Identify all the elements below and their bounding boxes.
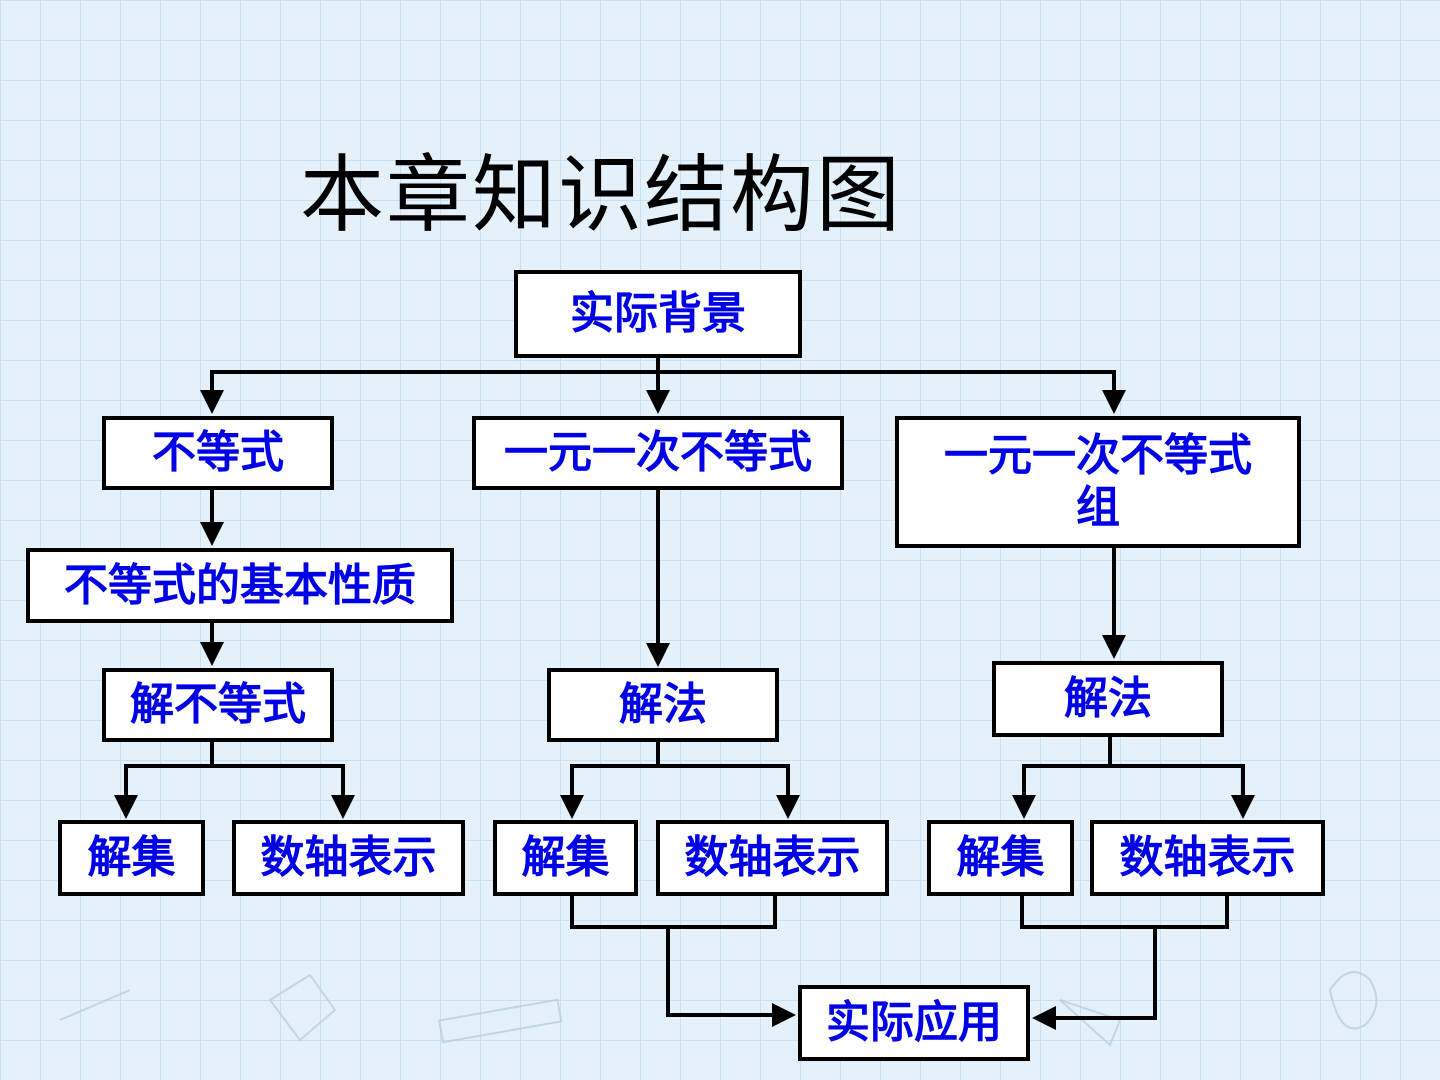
node-linear-inequality-system: 一元一次不等式 组: [895, 416, 1301, 548]
page-title: 本章知识结构图: [300, 146, 903, 244]
node-linear-inequality: 一元一次不等式: [472, 416, 844, 490]
node-number-line-right: 数轴表示: [1090, 820, 1325, 896]
node-solution-set-mid: 解集: [493, 820, 638, 896]
node-application: 实际应用: [798, 985, 1030, 1061]
node-number-line-mid: 数轴表示: [656, 820, 889, 896]
merge-bracket-mid: [570, 895, 777, 929]
node-number-line-left: 数轴表示: [232, 820, 465, 896]
node-background: 实际背景: [514, 270, 802, 358]
node-basic-properties: 不等式的基本性质: [26, 548, 454, 623]
arrow-mid-to-application: [666, 927, 796, 1027]
node-method-right: 解法: [992, 661, 1224, 737]
node-solution-set-right: 解集: [927, 820, 1074, 896]
node-system-line-1: 一元一次不等式: [944, 430, 1252, 481]
merge-bracket-right: [1020, 895, 1229, 929]
arrow-right-to-application: [1032, 927, 1157, 1030]
node-method-mid: 解法: [547, 668, 779, 742]
node-system-line-2: 组: [1076, 482, 1120, 533]
node-solve-inequality: 解不等式: [102, 668, 334, 742]
node-inequality: 不等式: [102, 416, 334, 490]
node-solution-set-left: 解集: [58, 820, 205, 896]
